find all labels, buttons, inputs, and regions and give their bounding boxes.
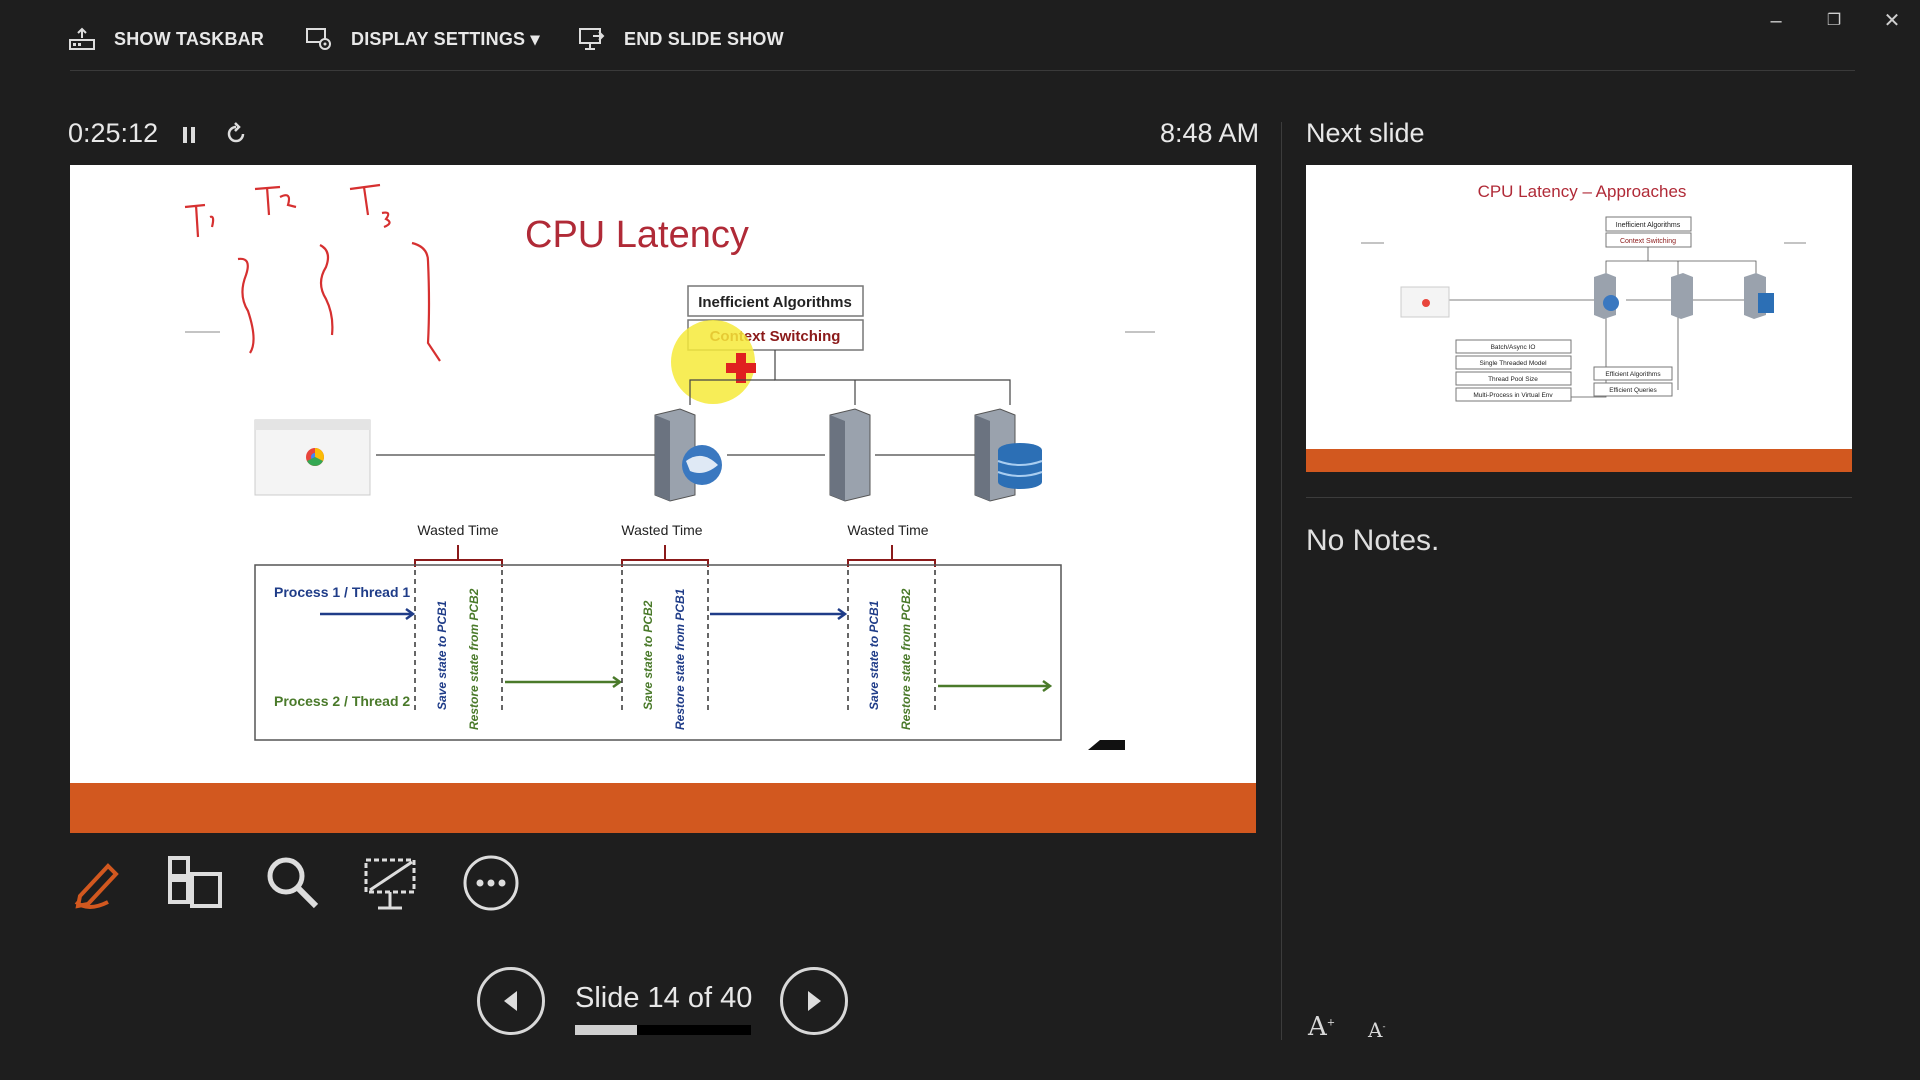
black-screen-icon	[364, 858, 416, 910]
next-slide-preview[interactable]: CPU Latency – Approaches Inefficient Alg…	[1306, 165, 1852, 472]
red-cross-icon	[726, 353, 756, 383]
see-all-slides-button[interactable]	[164, 852, 226, 914]
slide-counter: Slide 14 of 40	[575, 982, 753, 1014]
next-left-3: Thread Pool Size	[1488, 376, 1538, 383]
ink-annotations	[184, 183, 441, 362]
box-inefficient-algorithms: Inefficient Algorithms	[698, 294, 852, 311]
next-slide-title: CPU Latency – Approaches	[1478, 182, 1687, 201]
restart-icon	[227, 122, 245, 143]
close-button[interactable]: ✕	[1883, 10, 1901, 32]
previous-icon	[504, 991, 517, 1011]
browser-icon	[254, 419, 371, 496]
wasted-time-1: Wasted Time	[417, 522, 498, 538]
wasted-time-2: Wasted Time	[621, 522, 702, 538]
current-time: 8:48 AM	[1160, 118, 1260, 148]
speaker-notes: No Notes.	[1306, 524, 1440, 557]
next-left-2: Single Threaded Model	[1479, 360, 1547, 367]
restart-timer-button[interactable]	[224, 122, 248, 151]
end-slide-show-button[interactable]: END SLIDE SHOW	[578, 26, 784, 52]
more-options-button[interactable]	[460, 852, 522, 914]
logo-mark-icon	[1088, 740, 1125, 750]
slide-progress-fill	[575, 1025, 637, 1035]
display-settings-label: DISPLAY SETTINGS ▾	[351, 28, 540, 49]
current-slide: CPU Latency Inefficient Algorithms Conte…	[70, 165, 1256, 833]
font-increase-icon: A+	[1308, 1012, 1336, 1042]
slide-footer-band	[70, 783, 1256, 833]
restore-state-3: Restore state from PCB2	[899, 588, 913, 730]
next-box-1: Inefficient Algorithms	[1616, 222, 1681, 229]
laser-pointer-highlight	[671, 320, 755, 404]
pen-tool-button[interactable]	[68, 852, 130, 914]
show-taskbar-icon	[69, 27, 95, 50]
show-taskbar-label: SHOW TASKBAR	[114, 28, 265, 49]
toolbar-divider	[70, 70, 1855, 71]
zoom-button[interactable]	[262, 852, 324, 914]
save-state-3: Save state to PCB1	[867, 600, 881, 710]
pen-icon	[74, 863, 119, 909]
end-slide-show-label: END SLIDE SHOW	[624, 28, 784, 49]
process-1-label: Process 1 / Thread 1	[274, 584, 410, 600]
more-options-icon	[463, 855, 519, 911]
elapsed-timer: 0:25:12	[68, 118, 159, 148]
restore-state-1: Restore state from PCB2	[467, 588, 481, 730]
slide-title: CPU Latency	[525, 214, 749, 256]
next-slide-heading: Next slide	[1306, 118, 1425, 148]
save-state-1: Save state to PCB1	[435, 600, 449, 710]
show-taskbar-button[interactable]: SHOW TASKBAR	[68, 26, 264, 52]
next-left-1: Batch/Async IO	[1491, 344, 1536, 351]
restore-state-2: Restore state from PCB1	[673, 588, 687, 730]
next-left-4: Multi-Process in Virtual Env	[1473, 392, 1553, 399]
next-right-2: Efficient Queries	[1609, 387, 1657, 394]
process-2-label: Process 2 / Thread 2	[274, 693, 410, 709]
web-server-icon	[654, 408, 722, 502]
next-box-2: Context Switching	[1620, 238, 1676, 245]
save-state-2: Save state to PCB2	[641, 600, 655, 710]
see-all-slides-icon	[168, 856, 222, 908]
minimize-button[interactable]: –	[1770, 10, 1782, 32]
next-slide-footer-band	[1306, 449, 1852, 472]
database-server-icon	[974, 408, 1043, 502]
presenter-toolbar: SHOW TASKBAR DISPLAY SETTINGS ▾ END SLID…	[0, 0, 1920, 78]
display-settings-icon	[306, 28, 331, 50]
pause-timer-button[interactable]	[180, 124, 198, 151]
next-icon	[808, 991, 821, 1011]
display-settings-button[interactable]: DISPLAY SETTINGS ▾	[305, 26, 540, 52]
wasted-time-3: Wasted Time	[847, 522, 928, 538]
next-right-1: Efficient Algorithms	[1605, 371, 1661, 378]
font-decrease-icon: A-	[1368, 1018, 1386, 1042]
pause-icon	[183, 127, 195, 143]
notes-divider	[1306, 497, 1852, 498]
restore-button[interactable]: ❐	[1826, 12, 1842, 29]
pane-divider	[1281, 122, 1282, 1040]
app-server-icon	[829, 408, 871, 502]
end-show-icon	[579, 28, 605, 50]
increase-font-button[interactable]: A+	[1308, 1012, 1335, 1042]
previous-slide-button[interactable]	[477, 967, 545, 1035]
black-screen-button[interactable]	[360, 852, 422, 914]
slide-progress-bar	[575, 1025, 751, 1035]
decrease-font-button[interactable]: A-	[1368, 1018, 1386, 1042]
next-slide-button[interactable]	[780, 967, 848, 1035]
zoom-icon	[267, 857, 319, 909]
